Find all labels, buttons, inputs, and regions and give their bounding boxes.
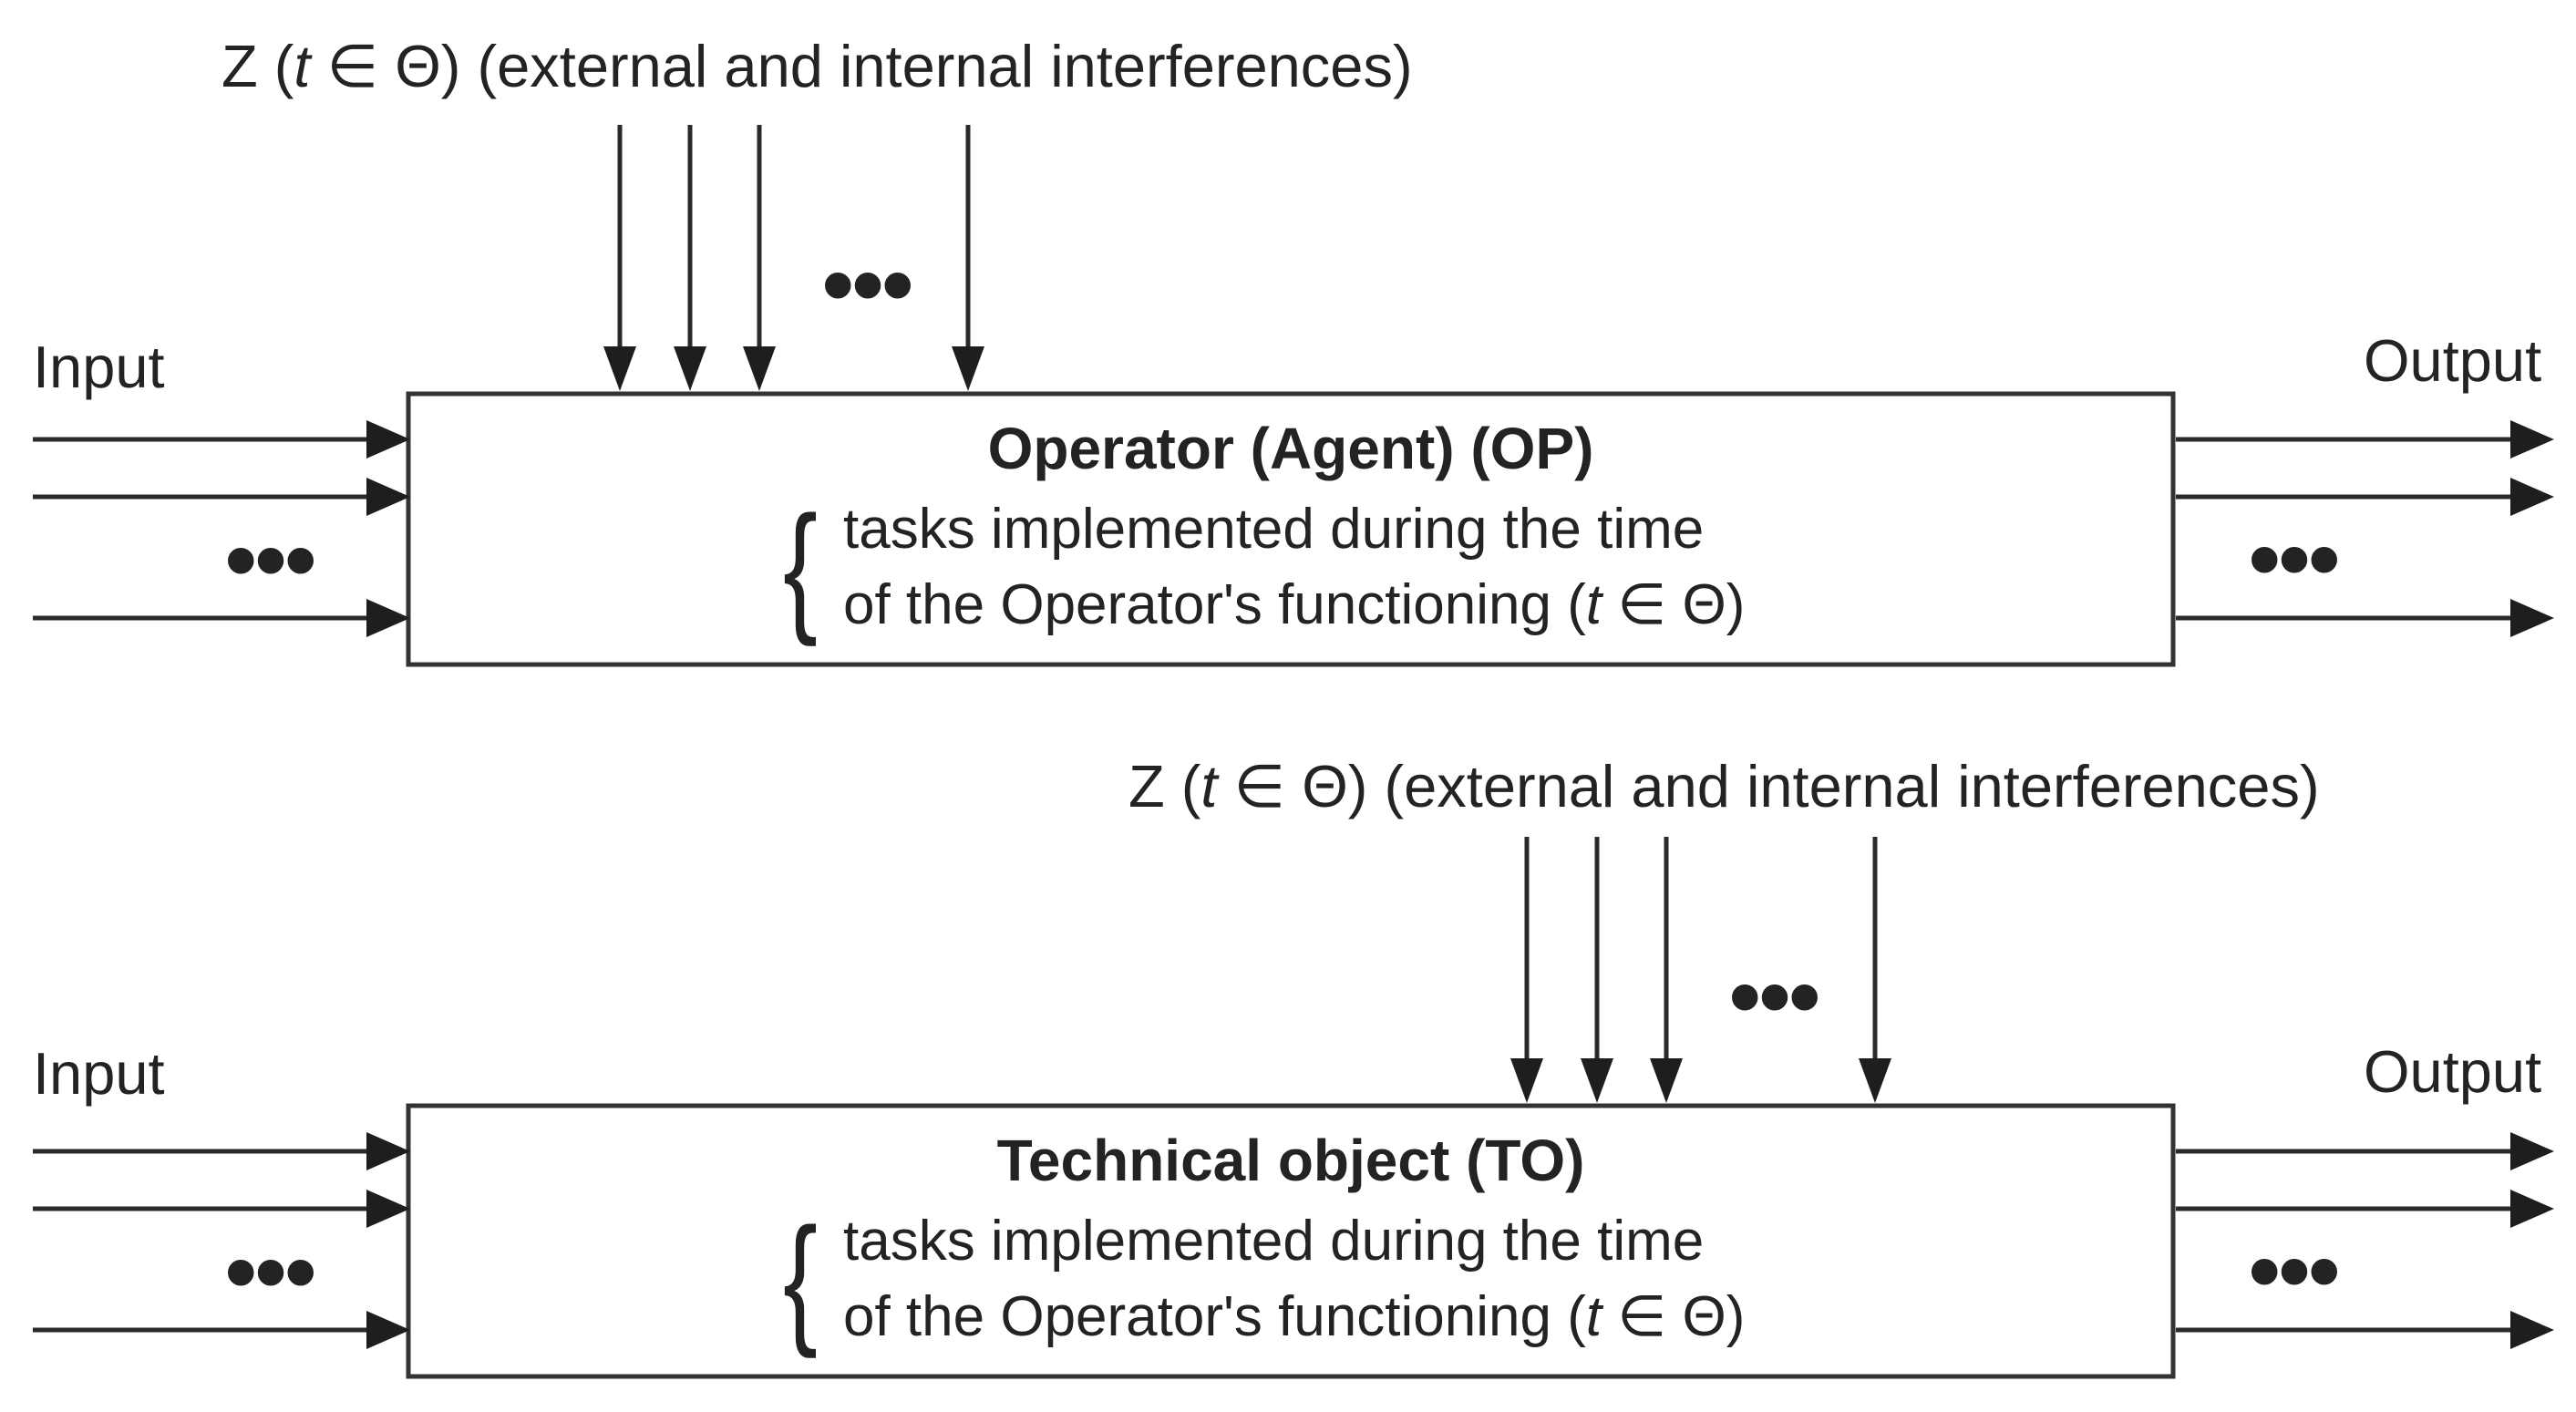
interference-arrow <box>952 125 984 391</box>
label-text: Z ( <box>1128 753 1201 819</box>
output-label: Output <box>2364 327 2542 394</box>
input-arrow <box>33 478 410 516</box>
output-arrow <box>2176 599 2554 637</box>
ellipsis-dots: ••• <box>2247 506 2341 613</box>
ellipsis-dots: ••• <box>223 1219 317 1325</box>
input-arrow <box>33 420 410 459</box>
task-line: tasks implemented during the time <box>843 1210 1705 1273</box>
input-arrow <box>33 1311 410 1349</box>
task-line: of the Operator's functioning (t ∈ Θ) <box>843 1289 1745 1345</box>
output-arrow <box>2176 1132 2554 1170</box>
input-arrow <box>33 1190 410 1228</box>
input-label: Input <box>33 1040 165 1107</box>
ellipsis-dots: ••• <box>820 232 914 338</box>
task-text: of the Operator's functioning ( <box>843 573 1586 636</box>
task-text: ∈ Θ) <box>1602 573 1746 636</box>
output-arrow <box>2176 420 2554 459</box>
task-variable: t <box>1585 573 1602 636</box>
operator-box-title: Operator (Agent) (OP) <box>987 416 1594 481</box>
output-arrow <box>2176 1311 2554 1349</box>
interference-arrow <box>1581 837 1613 1103</box>
interference-arrow <box>1510 837 1543 1103</box>
operator-box <box>406 391 2176 667</box>
output-label: Output <box>2364 1038 2542 1105</box>
interference-arrow <box>603 125 636 391</box>
interference-arrow <box>674 125 706 391</box>
technical-object-box-title: Technical object (TO) <box>996 1128 1585 1193</box>
technical-object-box <box>406 1103 2176 1379</box>
label-variable: t <box>1200 753 1218 819</box>
label-text: ∈ Θ) (external and internal interference… <box>1217 753 2320 819</box>
task-text: ∈ Θ) <box>1602 1285 1746 1348</box>
ellipsis-dots: ••• <box>2247 1218 2341 1324</box>
task-variable: t <box>1585 1285 1602 1348</box>
ellipsis-dots: ••• <box>1727 943 1821 1050</box>
output-arrow <box>2176 1190 2554 1228</box>
brace-glyph: { <box>782 1199 819 1359</box>
interference-arrow <box>743 125 776 391</box>
output-arrow <box>2176 478 2554 516</box>
interference-arrow <box>1859 837 1891 1103</box>
task-line: tasks implemented during the time <box>843 498 1705 561</box>
interference-label: Z (t ∈ Θ) (external and internal interfe… <box>222 36 1413 96</box>
brace-glyph: { <box>782 487 819 647</box>
task-text: of the Operator's functioning ( <box>843 1285 1586 1348</box>
label-text: Z ( <box>222 33 294 99</box>
label-variable: t <box>294 33 311 99</box>
task-line: of the Operator's functioning (t ∈ Θ) <box>843 577 1745 634</box>
input-arrow <box>33 1132 410 1170</box>
interference-label: Z (t ∈ Θ) (external and internal interfe… <box>1128 757 2320 816</box>
label-text: ∈ Θ) (external and internal interference… <box>310 33 1413 99</box>
input-arrow <box>33 599 410 637</box>
interference-arrow <box>1650 837 1683 1103</box>
ellipsis-dots: ••• <box>223 507 317 613</box>
input-label: Input <box>33 334 165 400</box>
